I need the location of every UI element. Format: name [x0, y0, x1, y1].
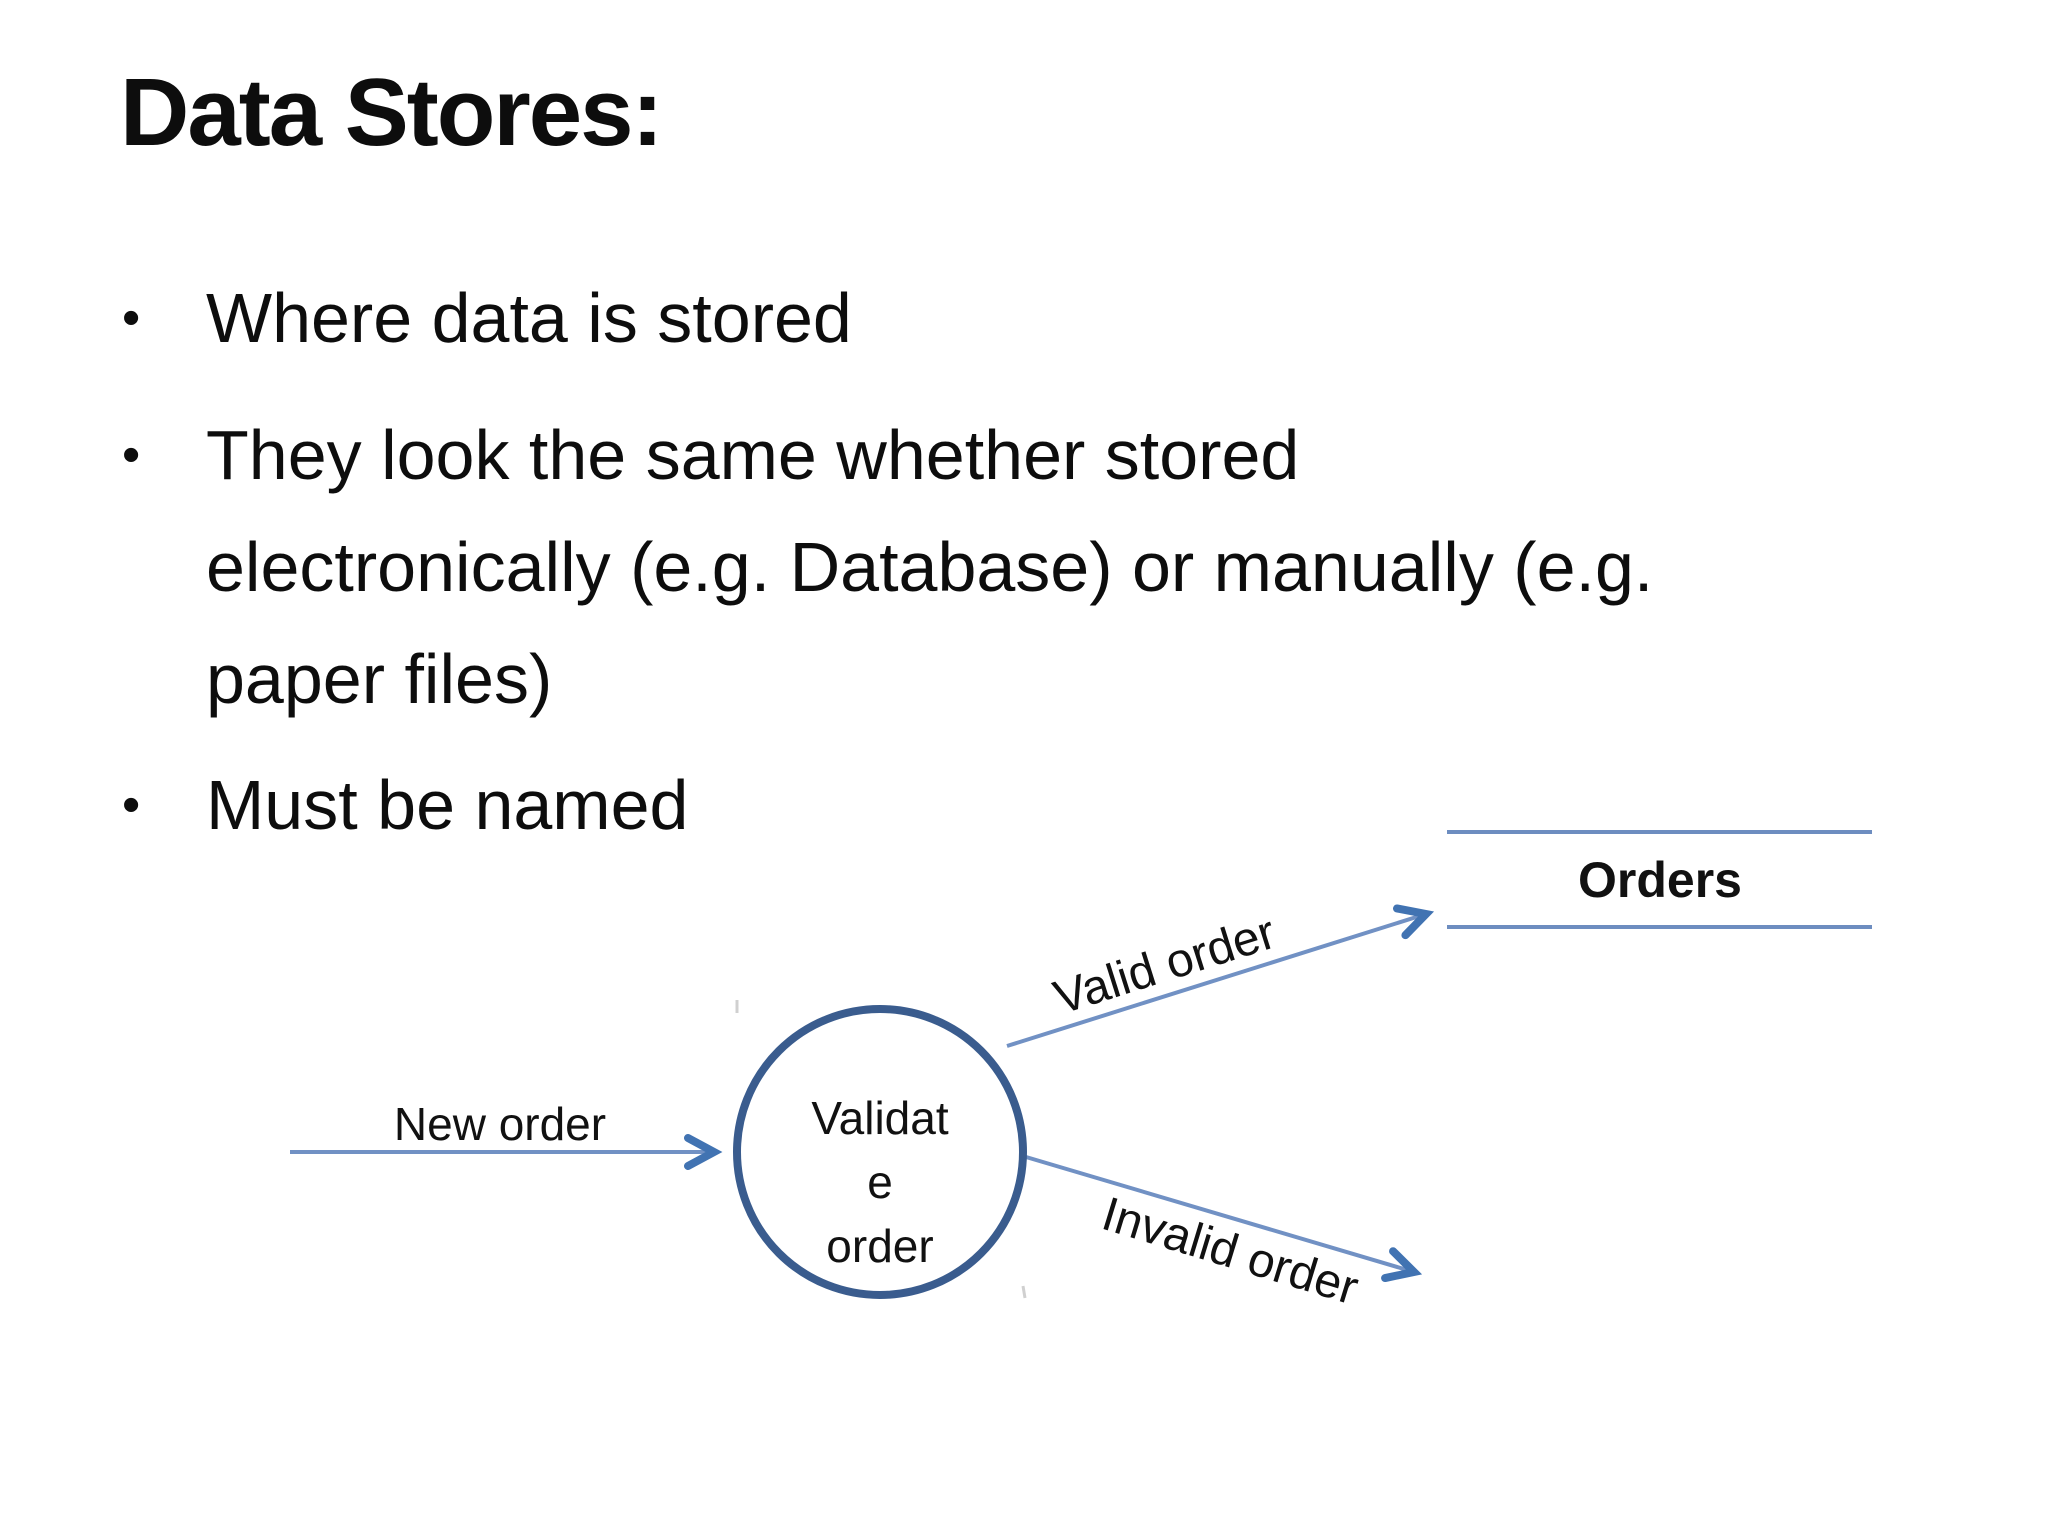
- process-label: Validat e order: [740, 1086, 1020, 1278]
- flow-valid-order-arrow: [1006, 904, 1435, 1048]
- bullet-item: • Must be named: [122, 749, 688, 861]
- flow-new-order-label: New order: [393, 1098, 607, 1150]
- data-store-label: Orders: [1578, 852, 1742, 908]
- bullet-line: paper files): [206, 640, 553, 718]
- process-label-line: order: [826, 1220, 934, 1272]
- process-label-line: e: [867, 1156, 893, 1208]
- process-label-line: Validat: [811, 1092, 949, 1144]
- page-title: Data Stores:: [120, 59, 663, 166]
- bullet-line: electronically (e.g. Database) or manual…: [206, 528, 1654, 606]
- bullet-dot-icon: •: [122, 289, 141, 347]
- bullet-dot-icon: •: [122, 776, 141, 834]
- bullet-line: Must be named: [206, 766, 689, 844]
- stray-mark: [1021, 1285, 1027, 1299]
- flow-invalid-order-arrow: [1025, 1155, 1423, 1283]
- bullet-line: Where data is stored: [206, 279, 852, 357]
- bullet-item: • Where data is stored: [122, 262, 852, 374]
- bullet-paragraph: They look the same whether stored electr…: [206, 399, 1653, 735]
- bullet-dot-icon: •: [122, 426, 141, 484]
- process-circle: [733, 1005, 1027, 1299]
- bullet-line: They look the same whether stored: [206, 416, 1300, 494]
- bullet-item: • They look the same whether stored elec…: [122, 399, 1653, 735]
